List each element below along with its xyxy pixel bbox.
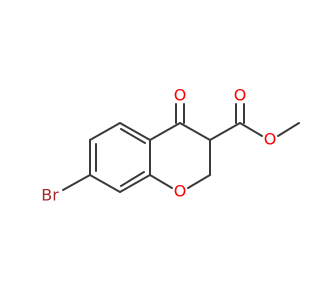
bond-c8a-o1 xyxy=(149,174,173,189)
atom-o-ester-label: O xyxy=(264,130,277,149)
bond-c4-c4a xyxy=(149,122,181,141)
bond-ring-6 xyxy=(89,174,121,193)
atom-o-keto-label: O xyxy=(174,86,187,105)
atom-o-ring-label: O xyxy=(174,182,187,201)
molecule-diagram: Br O O O O xyxy=(41,86,300,205)
bond-aromatic-2 xyxy=(120,128,146,144)
bond-c3-c4 xyxy=(179,122,211,141)
bond-br xyxy=(62,174,91,191)
bond-ester-single xyxy=(239,122,263,137)
structure-canvas: Br O O O O xyxy=(41,85,300,205)
bond-ring-3 xyxy=(119,122,151,141)
bond-ring-2 xyxy=(89,122,121,141)
bond-methyl xyxy=(277,122,300,137)
bond-ring-5 xyxy=(119,174,151,193)
bond-ester-c3 xyxy=(209,122,241,141)
atom-br-label: Br xyxy=(41,186,59,205)
bond-o1-c2 xyxy=(187,174,211,189)
atom-o-carbonyl-label: O xyxy=(234,86,247,105)
bond-aromatic-3 xyxy=(120,171,145,187)
